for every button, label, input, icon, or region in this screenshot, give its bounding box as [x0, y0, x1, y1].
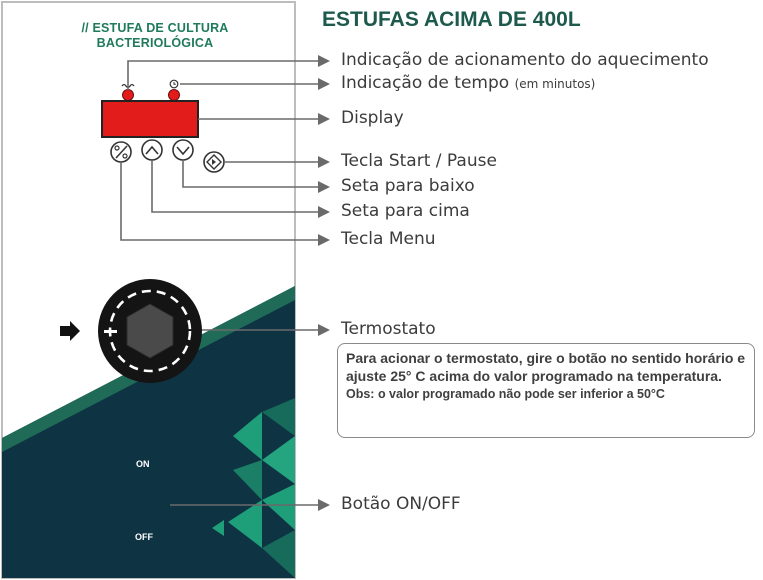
- leader-arrowheads: [318, 55, 330, 511]
- callout-menu: Tecla Menu: [341, 229, 436, 249]
- pointer-arrow-icon: [60, 321, 80, 341]
- note-obs: Obs: o valor programado não pode ser inf…: [346, 387, 665, 401]
- start-pause-icon: [203, 151, 225, 173]
- panel-heading: // ESTUFA DE CULTURA BACTERIOLÓGICA: [40, 21, 270, 51]
- switch-off-label: OFF: [135, 532, 153, 542]
- callout-heating: Indicação de acionamento do aquecimento: [341, 50, 709, 70]
- callout-on-off: Botão ON/OFF: [341, 494, 461, 514]
- callout-thermostat: Termostato: [341, 319, 436, 339]
- thermostat-note: Para acionar o termostato, gire o botão …: [337, 343, 755, 438]
- knob-marker: [104, 330, 117, 333]
- clock-icon: [169, 79, 179, 89]
- panel-heading-line2: BACTERIOLÓGICA: [96, 36, 214, 50]
- note-text: Para acionar o termostato, gire o botão …: [346, 350, 746, 384]
- panel-heading-line1: // ESTUFA DE CULTURA: [81, 21, 229, 35]
- callout-display: Display: [341, 108, 404, 128]
- time-led: [168, 89, 180, 101]
- leader-lines: [120, 60, 318, 506]
- callout-arrow-up: Seta para cima: [341, 201, 470, 221]
- switch-on-label: ON: [136, 459, 150, 469]
- callout-time-label: Indicação de tempo: [341, 73, 510, 93]
- display-screen: [101, 100, 199, 138]
- knob-hex: [126, 303, 174, 359]
- heat-led: [122, 89, 134, 101]
- panel-triangle-decor: [212, 398, 295, 578]
- callout-start-pause: Tecla Start / Pause: [341, 151, 497, 171]
- page-title: ESTUFAS ACIMA DE 400L: [322, 8, 581, 31]
- callout-time-unit: (em minutos): [514, 77, 596, 91]
- callout-arrow-down: Seta para baixo: [341, 176, 475, 196]
- callout-time: Indicação de tempo (em minutos): [341, 73, 595, 94]
